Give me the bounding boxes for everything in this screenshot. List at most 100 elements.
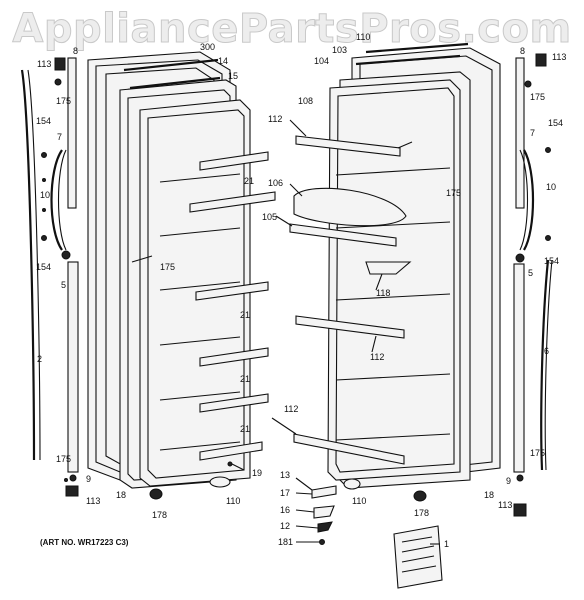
callout-7: 7 xyxy=(530,128,536,138)
callout-5: 5 xyxy=(528,268,534,278)
callout-14: 14 xyxy=(218,56,229,66)
part-105-bar xyxy=(289,223,397,247)
callout-12: 12 xyxy=(280,521,291,531)
callout-112: 112 xyxy=(370,352,385,362)
part-9-right xyxy=(516,474,524,482)
hinge-rail-right xyxy=(513,263,525,473)
shelf-21-a xyxy=(199,151,269,171)
handle-7-right xyxy=(523,149,535,251)
part-9-left xyxy=(69,474,77,482)
callout-175: 175 xyxy=(446,188,462,198)
callout-9: 9 xyxy=(86,474,92,484)
part-14-strip xyxy=(123,58,219,72)
callout-6: 6 xyxy=(544,346,550,356)
trim-2-left xyxy=(20,69,36,461)
callout-113: 113 xyxy=(86,496,101,506)
part-5-left xyxy=(61,250,71,260)
right-door-shelves xyxy=(289,135,412,465)
left-hinge-parts xyxy=(20,57,79,497)
callout-2: 2 xyxy=(37,354,43,364)
callout-113: 113 xyxy=(552,52,567,62)
callout-113: 113 xyxy=(37,59,52,69)
callout-118: 118 xyxy=(376,288,391,298)
callout-9: 9 xyxy=(506,476,512,486)
watermark: AppliancePartsPros.com xyxy=(12,6,572,53)
callout-110: 110 xyxy=(356,32,371,42)
part-113-top-right xyxy=(535,53,547,67)
callout-21: 21 xyxy=(244,176,255,186)
callout-21: 21 xyxy=(240,374,251,384)
callout-175: 175 xyxy=(56,96,72,106)
part-16 xyxy=(313,505,335,519)
shelf-21-f xyxy=(199,441,263,461)
callout-10: 10 xyxy=(546,182,557,192)
callout-154: 154 xyxy=(36,116,52,126)
callout-10: 10 xyxy=(40,190,51,200)
shelf-112-c xyxy=(293,433,405,465)
part-103-strip xyxy=(365,42,469,54)
part-113-top-left xyxy=(54,57,66,71)
part-5-right xyxy=(515,253,525,263)
callout-112: 112 xyxy=(284,404,299,414)
callout-108: 108 xyxy=(298,96,314,106)
part-104-strip xyxy=(355,54,461,66)
part-178-right xyxy=(413,490,427,502)
callout-21: 21 xyxy=(240,310,251,320)
part-15-strip xyxy=(129,76,221,90)
callout-5: 5 xyxy=(61,280,67,290)
callout-18: 18 xyxy=(116,490,127,500)
callout-154: 154 xyxy=(548,118,564,128)
callout-8: 8 xyxy=(73,46,79,56)
part-8-hinge-right xyxy=(515,57,525,209)
callout-106: 106 xyxy=(268,178,284,188)
callout-110: 110 xyxy=(226,496,241,506)
callout-17: 17 xyxy=(280,488,291,498)
shelf-21-e xyxy=(199,393,269,413)
callout-112: 112 xyxy=(268,114,283,124)
callout-1: 1 xyxy=(444,539,450,549)
part-17 xyxy=(311,485,337,499)
left-door-liner xyxy=(139,99,251,487)
callout-175: 175 xyxy=(56,454,72,464)
callout-13: 13 xyxy=(280,470,291,480)
shelf-21-d xyxy=(199,347,269,367)
part-181 xyxy=(319,539,325,545)
shelf-21-c xyxy=(195,281,269,301)
callout-105: 105 xyxy=(262,212,278,222)
callout-110: 110 xyxy=(352,496,367,506)
callout-181: 181 xyxy=(278,537,294,547)
shelf-21-b xyxy=(189,191,276,213)
callout-175: 175 xyxy=(530,92,546,102)
part-110-left-cap xyxy=(209,476,231,488)
part-8-hinge-left xyxy=(67,57,77,209)
part-110-right-cap xyxy=(343,478,361,490)
part-1-manual xyxy=(393,525,443,589)
callout-18: 18 xyxy=(484,490,495,500)
callout-178: 178 xyxy=(152,510,168,520)
handle-7-left xyxy=(50,149,63,251)
shelf-112-a xyxy=(295,135,401,157)
callout-8: 8 xyxy=(520,46,526,56)
trim-6-right xyxy=(540,259,550,471)
part-106-dairy-door xyxy=(293,187,407,227)
callout-16: 16 xyxy=(280,505,291,515)
callout-7: 7 xyxy=(57,132,63,142)
right-door-liner-108 xyxy=(327,79,461,481)
left-door-shelves xyxy=(189,151,276,467)
callout-103: 103 xyxy=(332,45,348,55)
shelf-112-b xyxy=(295,315,405,339)
part-178-left xyxy=(149,488,163,500)
screw-175-left xyxy=(54,78,62,86)
callout-178: 178 xyxy=(414,508,430,518)
part-12 xyxy=(317,521,333,533)
hinge-rail-left xyxy=(67,261,79,473)
callout-21: 21 xyxy=(240,424,251,434)
right-door xyxy=(327,42,501,489)
callout-113: 113 xyxy=(498,500,513,510)
callout-175: 175 xyxy=(530,448,546,458)
part-113-bottom-left xyxy=(65,485,79,497)
callout-154: 154 xyxy=(544,256,560,266)
bottom-hinge-parts xyxy=(311,485,337,545)
